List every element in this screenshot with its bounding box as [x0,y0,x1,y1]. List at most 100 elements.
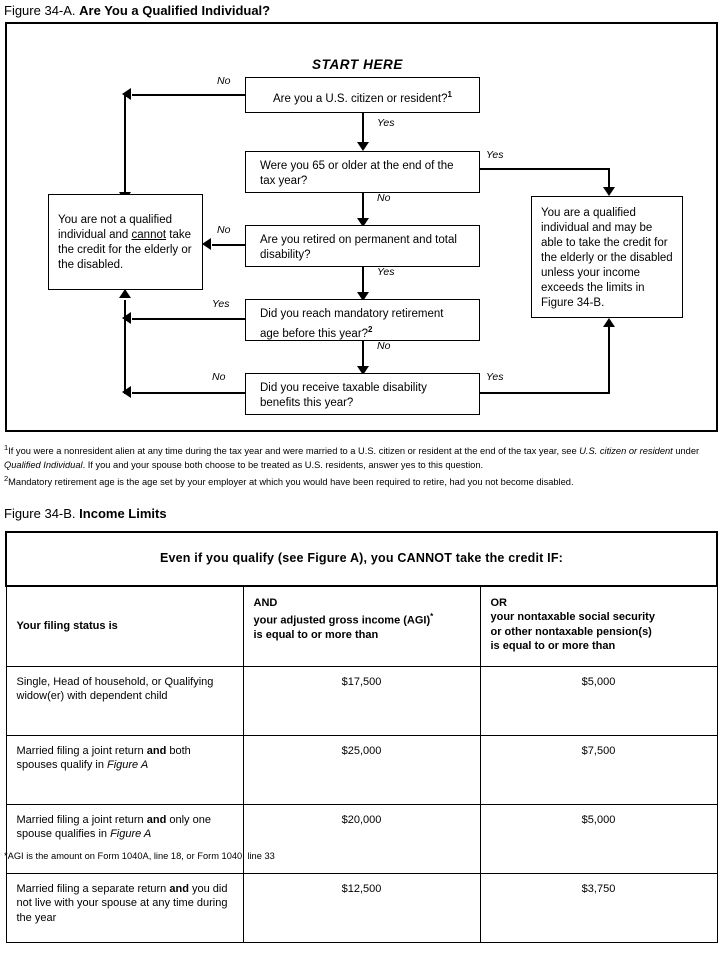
filing-status-fragment: Married filing a joint return [16,813,147,826]
edge-q3-yes-arrowhead [357,292,369,301]
edge-q1-no-arrowhead-left [122,88,131,100]
cell-filing-status: Married filing a separate return and you… [5,872,244,943]
node-outcome-not-qualified: You are not a qualified individual and c… [48,194,203,290]
filing-status-fragment: and [146,813,167,826]
edge-q2-yes-vertical [608,168,610,192]
edge-q3-yes-vertical [362,267,364,297]
node-q3-disability: Are you retired on permanent and total d… [245,225,480,267]
filing-status-fragment: Married filing a separate return [16,882,170,895]
figure-b-caption-title: Income Limits [79,506,167,521]
node-q5-taxable-benefits: Did you receive taxable disability benef… [245,373,480,415]
column-header-agi: AND your adjusted gross income (AGI)* is… [242,585,481,667]
edge-label-q4-yes: Yes [212,298,230,310]
filing-status-fragment: Single, Head of household, or Qualifying… [16,675,214,703]
edge-q5-yes-arrowhead [603,318,615,327]
filing-status-fragment: you did not live with your spouse at any… [16,882,228,924]
footnote-1-marker: 1 [4,443,9,452]
edge-label-q5-yes: Yes [486,371,504,383]
cell-agi-amount: $17,500 [242,665,481,736]
node-q5-text: Did you receive taxable disability benef… [260,382,427,409]
edge-q1-yes-arrowhead [357,142,369,151]
cell-filing-status: Married filing a joint return and both s… [5,734,244,805]
figure-b-caption: Figure 34-B. Income Limits [4,506,167,521]
node-q2-text: Were you 65 or older at the end of the t… [260,160,454,187]
edge-q2-yes-arrowhead [603,187,615,196]
table-footnote: *AGI is the amount on Form 1040A, line 1… [4,851,275,861]
table-header-row: Your filing status is AND your adjusted … [5,585,718,667]
edge-q3-no-arrowhead [202,238,211,250]
outcome-not-qualified-text-b: take the credit for the elderly or the d… [58,229,192,271]
edge-label-q1-no: No [217,75,231,87]
node-q4-label: Did you reach mandatory retirement age b… [260,308,444,340]
filing-status-fragment: Figure A [107,759,149,771]
footnote-2-marker: 2 [4,474,9,484]
filing-status-fragment: and [169,882,189,895]
edge-q4-yes-vertical [124,300,126,318]
edge-q4-no-arrowhead [357,366,369,375]
figure-a-flowchart: START HERE Are you a U.S. citizen or res… [5,22,718,432]
edge-q5-no-arrowhead [122,386,131,398]
edge-q5-yes-horizontal [480,392,610,394]
node-q4-mandatory-retirement: Did you reach mandatory retirement age b… [245,299,480,341]
node-q1-footnote-marker: 1 [447,90,452,99]
edge-q5-yes-vertical [608,327,610,394]
node-q4-footnote-marker: 2 [368,325,373,334]
income-limits-table: Even if you qualify (see Figure A), you … [5,531,718,943]
edge-label-q2-no: No [377,192,391,204]
column-header-filing-status: Your filing status is [5,585,244,667]
edge-q2-yes-horizontal [480,168,610,170]
edge-q2-no-vertical [362,193,364,223]
cell-agi-amount: $20,000 [242,803,481,874]
column-header-agi-conj: AND [253,596,278,609]
node-q1-text: Are you a U.S. citizen or resident? [273,92,448,105]
node-q3-text: Are you retired on permanent and total d… [260,234,457,261]
column-header-nontaxable-line1: your nontaxable social security [490,611,655,623]
edge-label-q2-yes: Yes [486,149,504,161]
figure-a-footnotes: 1If you were a nonresident alien at any … [4,441,720,490]
filing-status-fragment: both spouses qualify in [16,744,191,772]
node-q4-text: Did you reach mandatory retirement age b… [246,300,479,349]
node-q2-age65: Were you 65 or older at the end of the t… [245,151,480,193]
table-row: Single, Head of household, or Qualifying… [5,665,718,736]
column-header-nontaxable-line2: or other nontaxable pension(s) [490,625,652,638]
table-banner-row: Even if you qualify (see Figure A), you … [5,531,718,587]
table-body: Single, Head of household, or Qualifying… [5,665,718,943]
edge-q1-no-vertical [124,94,126,194]
footnote-1-part3: . If you and your spouse both choose to … [82,459,484,470]
column-header-agi-line1: your adjusted gross income (AGI) [253,614,431,627]
cell-nontaxable-amount: $5,000 [479,803,718,874]
filing-status-fragment: only one spouse qualifies in [16,813,211,841]
figure-b-caption-number: Figure 34-B. [4,506,76,521]
edge-label-q1-yes: Yes [377,117,395,129]
edge-q2-no-arrowhead [357,218,369,227]
edge-q1-yes-vertical [362,113,364,145]
edge-q4-no-vertical [362,341,364,371]
figure-a-caption-number: Figure 34-A. [4,3,76,18]
column-header-nontaxable: OR your nontaxable social security or ot… [479,585,718,667]
filing-status-fragment: and [146,744,167,757]
cell-nontaxable-amount: $7,500 [479,734,718,805]
footnote-1-part1: If you were a nonresident alien at any t… [8,446,580,457]
outcome-qualified-text: You are a qualified individual and may b… [541,207,673,309]
cell-filing-status: Single, Head of household, or Qualifying… [5,665,244,736]
node-outcome-qualified: You are a qualified individual and may b… [531,196,683,318]
edge-q4-yes-horizontal [132,318,245,320]
edge-label-q5-no: No [212,371,226,383]
edge-q5-no-horizontal [132,392,245,394]
footnote-1-italic1: U.S. citizen or resident [579,446,673,457]
column-header-agi-footnote-marker: * [430,612,434,621]
footnote-1-italic2: Qualified Individual [4,459,83,470]
edge-label-q3-yes: Yes [377,266,395,278]
filing-status-fragment: Married filing a joint return [16,744,147,757]
table-row: Married filing a separate return and you… [5,872,718,943]
start-here-label: START HERE [312,57,404,72]
footnote-1: 1If you were a nonresident alien at any … [4,441,720,472]
cell-filing-status: Married filing a joint return and only o… [5,803,244,874]
figure-a-caption: Figure 34-A. Are You a Qualified Individ… [4,3,270,18]
edge-label-q3-no: No [217,224,231,236]
outcome-not-qualified-text-a: You are not a qualified individual and [58,214,173,241]
node-q1-citizen: Are you a U.S. citizen or resident?1 [245,77,480,113]
edge-q3-no-horizontal [212,244,245,246]
column-header-nontaxable-line3: is equal to or more than [490,640,616,652]
edge-q4-yes-arrowhead-up [119,289,131,298]
